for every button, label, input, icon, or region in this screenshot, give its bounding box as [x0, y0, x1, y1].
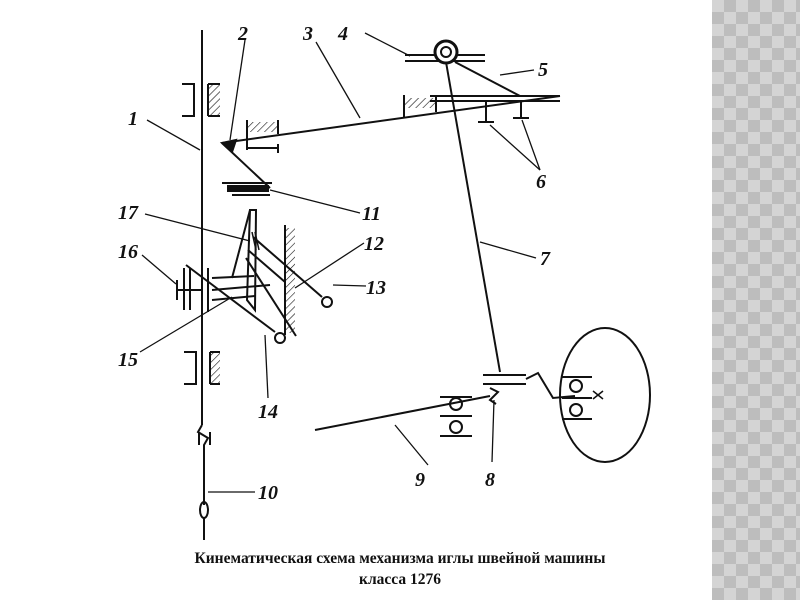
needle-bar — [196, 30, 211, 540]
label-6: 6 — [536, 171, 546, 193]
label-1: 1 — [128, 108, 138, 130]
label-8: 8 — [485, 469, 495, 491]
crank-mechanism — [405, 39, 560, 405]
label-5: 5 — [538, 59, 548, 81]
label-3: 3 — [302, 23, 313, 45]
lever-and-rod — [219, 95, 561, 189]
needle-bar-bearings — [182, 83, 220, 385]
thread-guide-mechanism — [176, 182, 333, 344]
lower-linkage — [314, 327, 651, 463]
label-15: 15 — [118, 349, 138, 371]
label-4: 4 — [337, 23, 348, 45]
label-11: 11 — [362, 203, 381, 225]
leader-lines — [139, 32, 541, 493]
figure-caption: Кинематическая схема механизма иглы швей… — [100, 548, 700, 590]
checkered-side-decoration — [712, 0, 800, 600]
label-12: 12 — [364, 233, 384, 255]
caption-line-2: класса 1276 — [359, 571, 441, 588]
label-16: 16 — [118, 241, 138, 263]
caption-line-1: Кинематическая схема механизма иглы швей… — [194, 550, 606, 567]
label-14: 14 — [258, 401, 278, 423]
label-13: 13 — [366, 277, 386, 299]
label-9: 9 — [415, 469, 425, 491]
label-2: 2 — [237, 23, 248, 45]
label-10: 10 — [258, 482, 278, 504]
label-17: 17 — [118, 202, 139, 224]
part-labels: 1 2 3 4 5 6 7 8 9 10 11 12 13 14 15 16 1… — [118, 23, 551, 504]
label-7: 7 — [540, 248, 551, 270]
